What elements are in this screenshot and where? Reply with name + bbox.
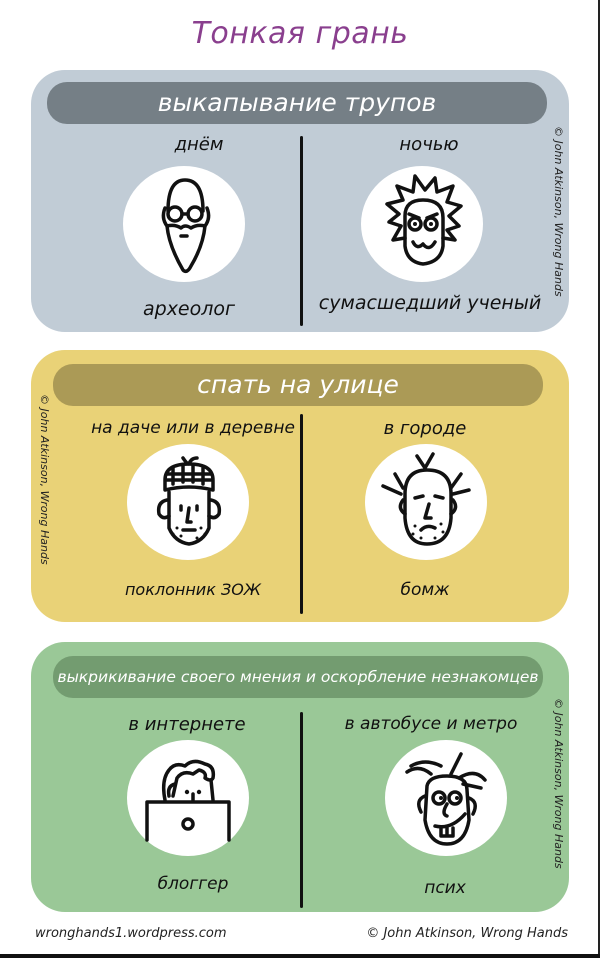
copyright-footer: © John Atkinson, Wrong Hands (366, 926, 568, 941)
context-label-right: ночью (399, 134, 459, 155)
bottom-border (0, 954, 600, 958)
page-title: Тонкая грань (191, 16, 409, 51)
figure-label-left: археолог (142, 298, 235, 320)
vertical-credit: © John Atkinson, Wrong Hands (38, 394, 51, 565)
psycho-portrait (385, 740, 507, 856)
column-divider (300, 712, 303, 908)
panel-banner: выкапывание трупов (47, 82, 547, 124)
column-divider (300, 414, 303, 614)
blogger-portrait (127, 740, 249, 856)
homeless-man-portrait (365, 444, 487, 560)
man-in-ushanka-hat-icon (156, 456, 222, 546)
vertical-credit: © John Atkinson, Wrong Hands (552, 126, 565, 297)
column-divider (300, 136, 303, 326)
website-link[interactable]: wronghands1.wordpress.com (35, 926, 227, 941)
mad-scientist-portrait (361, 166, 483, 282)
figure-label-left: поклонник ЗОЖ (124, 580, 262, 599)
figure-label-right: псих (424, 878, 466, 898)
archaeologist-portrait (123, 166, 245, 282)
bearded-bald-man-with-glasses-icon (161, 178, 211, 274)
panel-digging-corpses: выкапывание трупов днём ночью археолог с… (31, 70, 569, 332)
context-label-right: в городе (383, 418, 467, 439)
context-label-right: в автобусе и метро (344, 714, 518, 734)
panel-shouting-opinions: выкрикивание своего мнения и оскорбление… (31, 642, 569, 912)
healthy-lifestyle-fan-portrait (127, 444, 249, 560)
right-border (598, 0, 600, 958)
panel-banner: спать на улице (53, 364, 543, 406)
figure-label-right: бомж (400, 580, 450, 600)
context-label-left: в интернете (128, 714, 246, 735)
context-label-left: днём (174, 134, 224, 155)
panel-banner: выкрикивание своего мнения и оскорбление… (53, 656, 543, 698)
vertical-credit: © John Atkinson, Wrong Hands (552, 698, 565, 869)
context-label-left: на даче или в деревне (91, 418, 295, 438)
panel-sleeping-outside: спать на улице на даче или в деревне в г… (31, 350, 569, 622)
wild-haired-scientist-icon (385, 174, 463, 266)
figure-label-right: сумасшедший ученый (318, 292, 542, 314)
man-behind-laptop-icon (145, 759, 231, 842)
figure-label-left: блоггер (157, 874, 229, 894)
stubbly-homeless-man-icon (381, 452, 471, 546)
crazy-grinning-man-icon (405, 752, 487, 846)
